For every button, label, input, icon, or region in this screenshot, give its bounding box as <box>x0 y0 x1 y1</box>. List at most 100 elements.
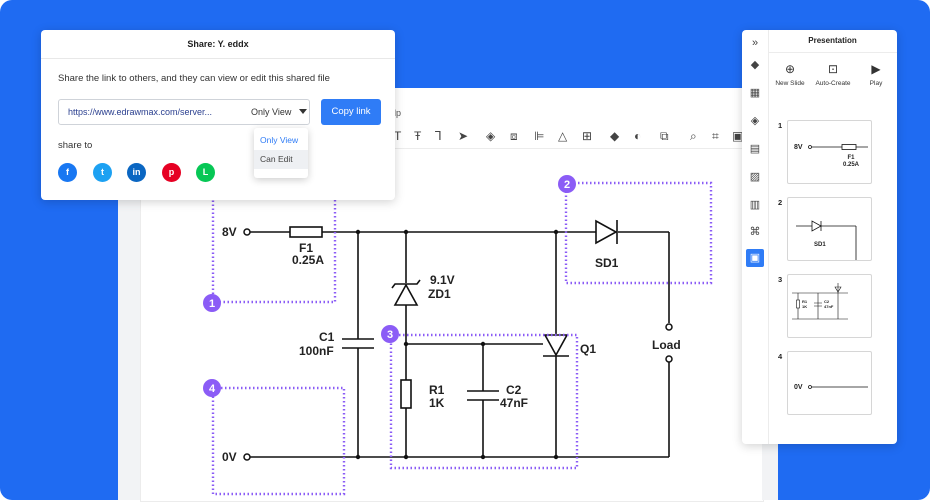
svg-text:3: 3 <box>387 329 393 341</box>
badge-1[interactable]: 1 <box>203 294 221 312</box>
slide-number: 4 <box>778 352 783 361</box>
image-icon[interactable]: ▨ <box>749 171 761 183</box>
collapse-icon[interactable]: » <box>751 37 759 49</box>
svg-text:2: 2 <box>564 179 570 191</box>
share-link-box: Only View <box>58 99 310 125</box>
text-tool-icon[interactable]: T <box>394 129 402 143</box>
svg-text:8V: 8V <box>794 144 803 151</box>
selection-box-2[interactable] <box>564 181 713 285</box>
label-r1-value: 1K <box>429 396 445 410</box>
drawing-canvas[interactable] <box>140 148 764 502</box>
line-icon[interactable]: L <box>196 163 215 182</box>
label-c2-value: 47nF <box>500 396 528 410</box>
selection-box-1[interactable] <box>211 196 337 304</box>
pinterest-icon[interactable]: p <box>162 163 181 182</box>
slide-thumbnail-2[interactable]: SD1 <box>787 197 872 261</box>
mindmap-icon[interactable]: ⌘ <box>749 226 761 238</box>
label-8v: 8V <box>222 225 237 239</box>
slide-number: 3 <box>778 275 783 284</box>
share-link-input[interactable] <box>68 100 240 124</box>
fill-icon[interactable]: ◆ <box>750 59 760 71</box>
plus-circle-icon: ⊕ <box>784 62 796 76</box>
page-icon[interactable]: ▥ <box>749 199 761 211</box>
chevron-down-icon[interactable] <box>299 109 307 114</box>
label-load: Load <box>652 338 681 352</box>
share-description: Share the link to others, and they can v… <box>58 73 330 84</box>
badge-2[interactable]: 2 <box>558 175 576 193</box>
layers-icon[interactable]: ◈ <box>486 129 496 143</box>
diode-sd1-symbol[interactable] <box>595 219 618 245</box>
slide-number: 2 <box>778 198 783 207</box>
slide-thumbnail-4[interactable]: 0V <box>787 351 872 415</box>
svg-text:F1: F1 <box>847 155 855 161</box>
thyristor-q1-symbol[interactable] <box>543 334 569 357</box>
crop-icon[interactable]: ⌗ <box>712 129 719 143</box>
label-fuse-value: 0.25A <box>292 253 324 267</box>
presentation-icon[interactable]: ▣ <box>746 249 764 267</box>
slide-thumbnail-3[interactable]: R1 1K C2 47nF <box>787 274 872 338</box>
selection-box-3[interactable] <box>389 333 579 470</box>
layers-icon[interactable]: ◈ <box>750 115 760 127</box>
presentation-title: Presentation <box>768 30 897 53</box>
new-slide-button[interactable]: ⊕ New Slide <box>768 62 812 87</box>
badge-4[interactable]: 4 <box>203 379 221 397</box>
zener-diode-symbol[interactable] <box>391 279 421 306</box>
pointer-icon[interactable]: ➤ <box>458 129 469 143</box>
fill-color-icon[interactable]: ◆ <box>610 129 620 143</box>
auto-create-icon: ⊡ <box>827 62 839 76</box>
selection-box-4[interactable] <box>211 386 346 496</box>
canvas-left-gutter <box>118 148 140 500</box>
option-only-view[interactable]: Only View <box>260 135 299 145</box>
play-button[interactable]: ▶ Play <box>854 62 898 87</box>
option-can-edit[interactable]: Can Edit <box>254 150 308 169</box>
distribute-icon[interactable]: ⊞ <box>582 129 593 143</box>
svg-text:1: 1 <box>209 298 215 310</box>
side-toolbar: » ◆ ▦ ◈ ▤ ▨ ▥ ⌘ ▣ <box>742 30 769 444</box>
menu-bar: lp <box>118 88 778 124</box>
share-dialog-title: Share: Y. eddx <box>41 30 395 59</box>
line-color-icon[interactable]: ◐ <box>634 129 642 143</box>
label-f1: F1 <box>299 241 313 255</box>
twitter-icon[interactable]: t <box>93 163 112 182</box>
label-zd1: ZD1 <box>428 287 451 301</box>
svg-text:R1: R1 <box>802 299 808 304</box>
presentation-panel: » ◆ ▦ ◈ ▤ ▨ ▥ ⌘ ▣ Presentation ⊕ New Sli… <box>742 30 897 444</box>
svg-text:47nF: 47nF <box>824 304 834 309</box>
copy-link-button[interactable]: Copy link <box>321 99 381 125</box>
svg-text:1K: 1K <box>802 304 807 309</box>
badge-3[interactable]: 3 <box>381 325 399 343</box>
label-0v: 0V <box>222 450 237 464</box>
label-c1-value: 100nF <box>299 344 334 358</box>
share-to-label: share to <box>58 140 93 151</box>
search-icon[interactable]: ⌕ <box>690 129 697 143</box>
terminal-8v[interactable] <box>243 228 251 236</box>
svg-text:SD1: SD1 <box>814 242 826 248</box>
text-box-icon[interactable]: Ŧ <box>414 129 422 143</box>
frame-icon[interactable]: ▣ <box>732 129 744 143</box>
shape-style-icon[interactable]: ⧉ <box>660 129 669 143</box>
connector-icon[interactable]: ⅂ <box>435 129 442 143</box>
play-icon: ▶ <box>871 62 881 76</box>
permission-select[interactable]: Only View <box>251 107 292 117</box>
load-terminal-bottom[interactable] <box>665 355 673 363</box>
label-zener-voltage: 9.1V <box>430 273 455 287</box>
menu-help[interactable]: lp <box>394 108 402 118</box>
terminal-0v[interactable] <box>243 453 251 461</box>
label-q1: Q1 <box>580 342 596 356</box>
align-icon[interactable]: ⊫ <box>534 129 545 143</box>
document-icon[interactable]: ▤ <box>749 143 761 155</box>
group-icon[interactable]: ⧈ <box>510 129 518 143</box>
label-c1: C1 <box>319 330 335 344</box>
slide-number: 1 <box>778 121 783 130</box>
auto-create-button[interactable]: ⊡ Auto-Create <box>811 62 855 87</box>
svg-text:4: 4 <box>209 383 216 395</box>
warning-icon[interactable]: △ <box>558 129 568 143</box>
slide-thumbnail-1[interactable]: 8V F1 0.25A <box>787 120 872 184</box>
svg-text:0V: 0V <box>794 384 803 391</box>
grid-icon[interactable]: ▦ <box>749 87 761 99</box>
linkedin-icon[interactable]: in <box>127 163 146 182</box>
facebook-icon[interactable]: f <box>58 163 77 182</box>
load-terminal-top[interactable] <box>665 323 673 331</box>
permission-dropdown: Only View Can Edit <box>254 128 308 178</box>
